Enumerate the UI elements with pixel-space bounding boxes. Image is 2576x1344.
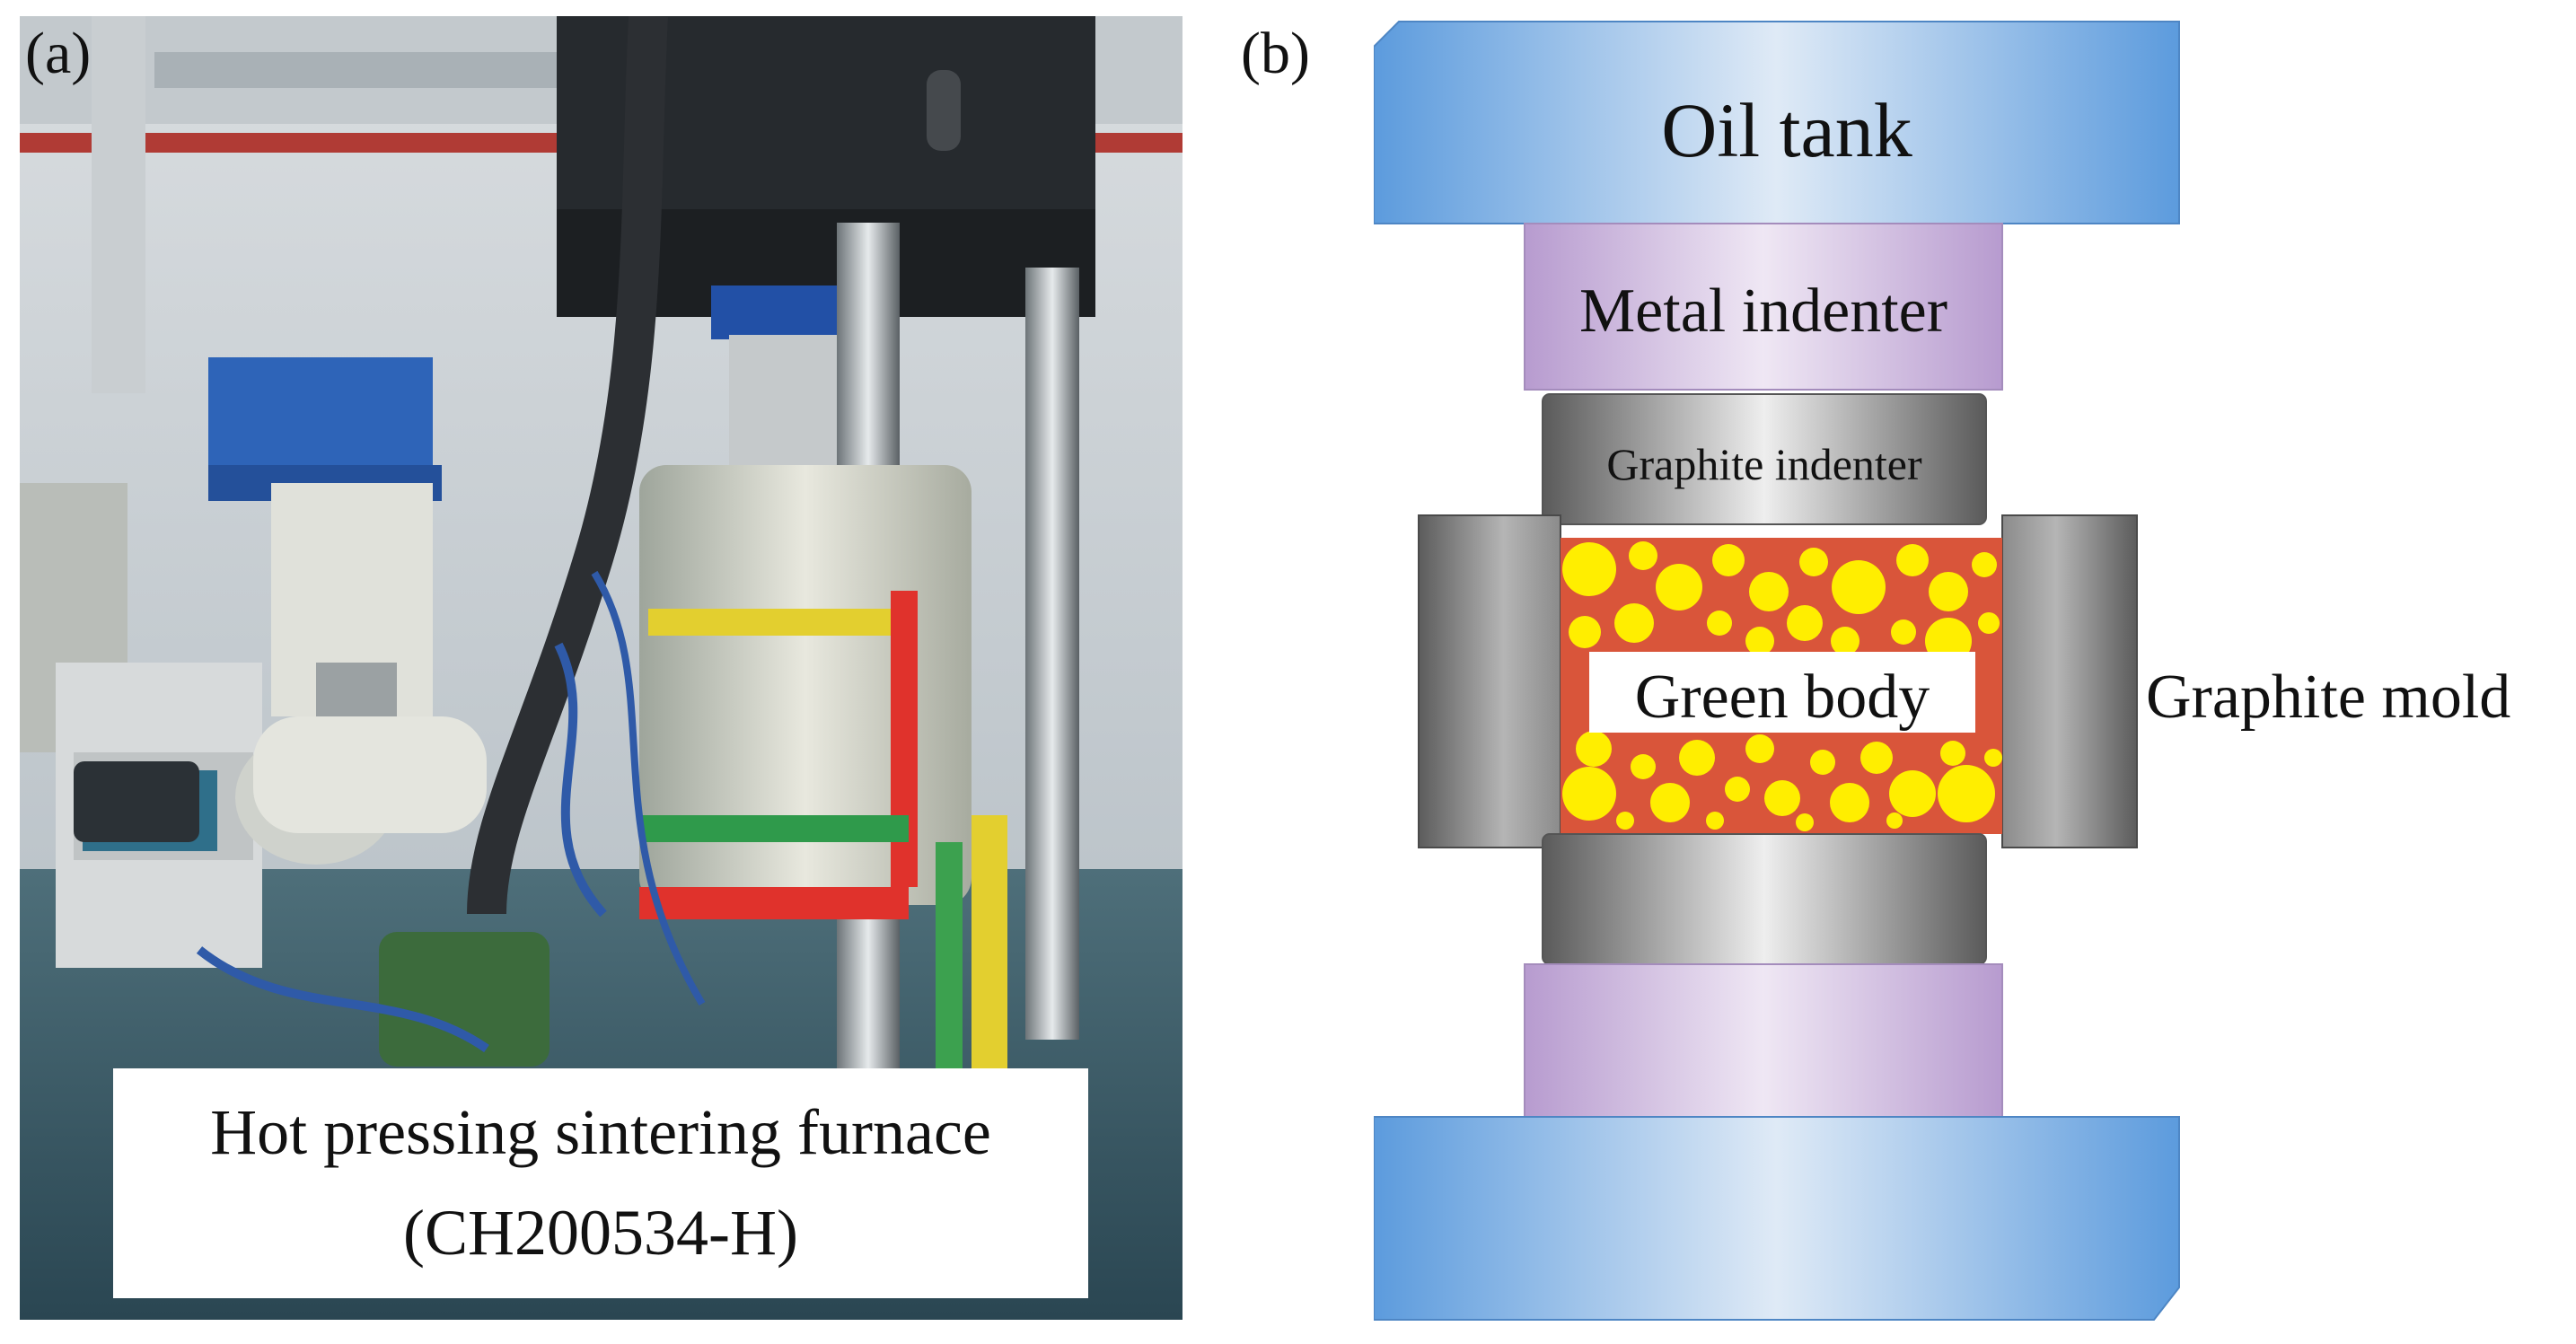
graphite-indenter-top	[1542, 393, 1987, 525]
panel-label-b: (b)	[1241, 21, 1310, 86]
oil-tank-label: Oil tank	[1661, 87, 1912, 173]
powder-particles	[1562, 541, 2002, 831]
caption-line-2: (CH200534-H)	[403, 1197, 798, 1269]
graphite-mold-left	[1418, 514, 1561, 848]
metal-indenter-bottom	[1524, 963, 2003, 1118]
graphite-mold-right	[2001, 514, 2138, 848]
green-body-label-box	[1589, 652, 1975, 733]
graphite-mold-label: Graphite mold	[2146, 663, 2510, 732]
metal-indenter-top	[1524, 223, 2003, 391]
hot-press-schematic: Oil tank Metal indenter Graphite indente…	[1374, 21, 2510, 1321]
caption-line-1: Hot pressing sintering furnace	[210, 1096, 991, 1169]
graphite-indenter-bottom	[1542, 833, 1987, 965]
metal-indenter-label: Metal indenter	[1579, 277, 1947, 346]
graphite-indenter-label: Graphite indenter	[1606, 439, 1922, 489]
oil-tank-bottom	[1374, 1116, 2180, 1321]
photo-caption: Hot pressing sintering furnace (CH200534…	[113, 1068, 1088, 1298]
panel-label-a: (a)	[25, 21, 92, 86]
green-body-label: Green body	[1635, 663, 1930, 732]
